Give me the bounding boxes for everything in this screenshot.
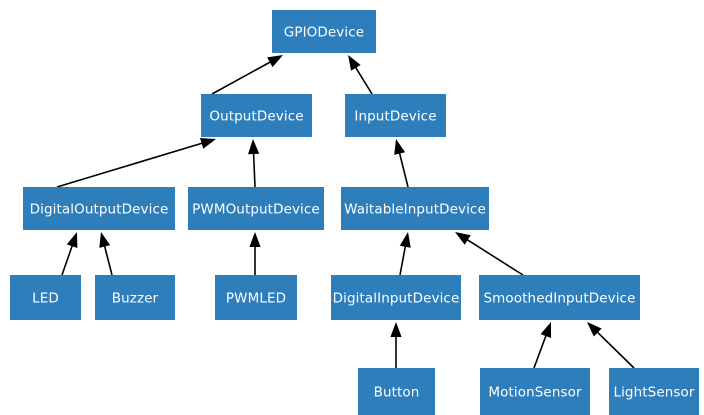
edge-line	[103, 244, 113, 276]
class-node-inputdevice[interactable]: InputDevice	[345, 94, 446, 137]
arrow-head-icon	[399, 232, 411, 248]
class-node-led[interactable]: LED	[10, 275, 81, 320]
class-node-pwmled[interactable]: PWMLED	[215, 275, 297, 320]
arrow-head-icon	[66, 232, 78, 249]
edge-led-to-digitaloutputdevice	[61, 232, 78, 276]
class-node-label: LED	[32, 291, 59, 307]
class-node-box[interactable]	[215, 275, 297, 320]
class-node-box[interactable]	[609, 368, 699, 415]
class-node-outputdevice[interactable]: OutputDevice	[201, 94, 312, 137]
edge-button-to-digitalinputdevice	[390, 322, 402, 368]
arrow-head-icon	[348, 55, 361, 71]
class-node-box[interactable]	[95, 275, 175, 320]
arrow-head-icon	[200, 137, 216, 149]
edge-line	[533, 333, 548, 369]
class-node-box[interactable]	[480, 368, 590, 415]
class-node-label: InputDevice	[354, 109, 436, 125]
edge-outputdevice-to-gpiodevice	[211, 55, 283, 95]
arrow-head-icon	[249, 232, 261, 247]
class-node-lightsensor[interactable]: LightSensor	[609, 368, 699, 415]
class-node-box[interactable]	[201, 94, 312, 137]
arrow-head-icon	[455, 232, 471, 245]
class-node-label: Buzzer	[112, 291, 159, 307]
arrow-head-icon	[540, 322, 552, 339]
class-node-label: MotionSensor	[488, 385, 582, 401]
arrow-head-icon	[587, 322, 602, 337]
arrow-head-icon	[248, 139, 260, 155]
inheritance-edge-layer	[56, 55, 635, 369]
class-node-label: SmoothedInputDevice	[484, 291, 636, 307]
class-node-box[interactable]	[188, 187, 324, 230]
class-node-box[interactable]	[10, 275, 81, 320]
edge-line	[465, 238, 524, 276]
edge-waitableinputdevice-to-inputdevice	[394, 139, 409, 188]
edge-line	[61, 244, 74, 276]
class-node-pwmoutputdevice[interactable]: PWMOutputDevice	[188, 187, 324, 230]
class-node-label: GPIODevice	[284, 25, 364, 41]
class-node-label: PWMLED	[226, 291, 286, 307]
arrow-head-icon	[394, 139, 406, 155]
class-node-box[interactable]	[345, 94, 446, 137]
edge-lightsensor-to-smoothedinputdevice	[587, 322, 635, 369]
edge-line	[399, 244, 407, 276]
class-node-label: PWMOutputDevice	[192, 202, 320, 218]
edge-pwmled-to-pwmoutputdevice	[249, 232, 261, 275]
class-node-box[interactable]	[331, 275, 461, 320]
class-node-label: OutputDevice	[209, 109, 303, 125]
class-node-label: DigitalInputDevice	[333, 291, 460, 307]
arrow-head-icon	[390, 322, 402, 337]
class-node-button[interactable]: Button	[358, 368, 435, 415]
class-node-label: LightSensor	[613, 385, 694, 401]
edge-smoothedinputdevice-to-waitableinputdevice	[455, 232, 524, 276]
class-node-label: DigitalOutputDevice	[30, 202, 169, 218]
class-node-motionsensor[interactable]: MotionSensor	[480, 368, 590, 415]
class-node-box[interactable]	[272, 10, 376, 53]
arrow-head-icon	[267, 55, 283, 68]
edge-line	[56, 141, 204, 188]
class-node-label: WaitableInputDevice	[344, 202, 486, 218]
class-node-box[interactable]	[341, 187, 489, 230]
class-node-gpiodevice[interactable]: GPIODevice	[272, 10, 376, 53]
class-node-box[interactable]	[358, 368, 435, 415]
arrow-head-icon	[99, 232, 111, 248]
edge-line	[398, 151, 409, 188]
class-node-buzzer[interactable]: Buzzer	[95, 275, 175, 320]
class-node-waitableinputdevice[interactable]: WaitableInputDevice	[341, 187, 489, 230]
edge-line	[252, 151, 256, 188]
class-node-digitaloutputdevice[interactable]: DigitalOutputDevice	[23, 187, 175, 230]
edge-line	[354, 65, 373, 95]
edge-inputdevice-to-gpiodevice	[348, 55, 373, 95]
edge-digitaloutputdevice-to-outputdevice	[56, 137, 216, 188]
edge-buzzer-to-digitaloutputdevice	[99, 232, 113, 276]
edge-pwmoutputdevice-to-outputdevice	[248, 139, 260, 188]
class-node-label: Button	[374, 385, 420, 401]
edge-line	[595, 330, 635, 369]
class-node-box[interactable]	[479, 275, 640, 320]
class-node-smoothedinputdevice[interactable]: SmoothedInputDevice	[479, 275, 640, 320]
class-node-digitalinputdevice[interactable]: DigitalInputDevice	[331, 275, 461, 320]
edge-line	[211, 60, 272, 95]
class-node-box[interactable]	[23, 187, 175, 230]
edge-digitalinputdevice-to-waitableinputdevice	[399, 232, 411, 276]
edge-motionsensor-to-smoothedinputdevice	[533, 322, 552, 369]
